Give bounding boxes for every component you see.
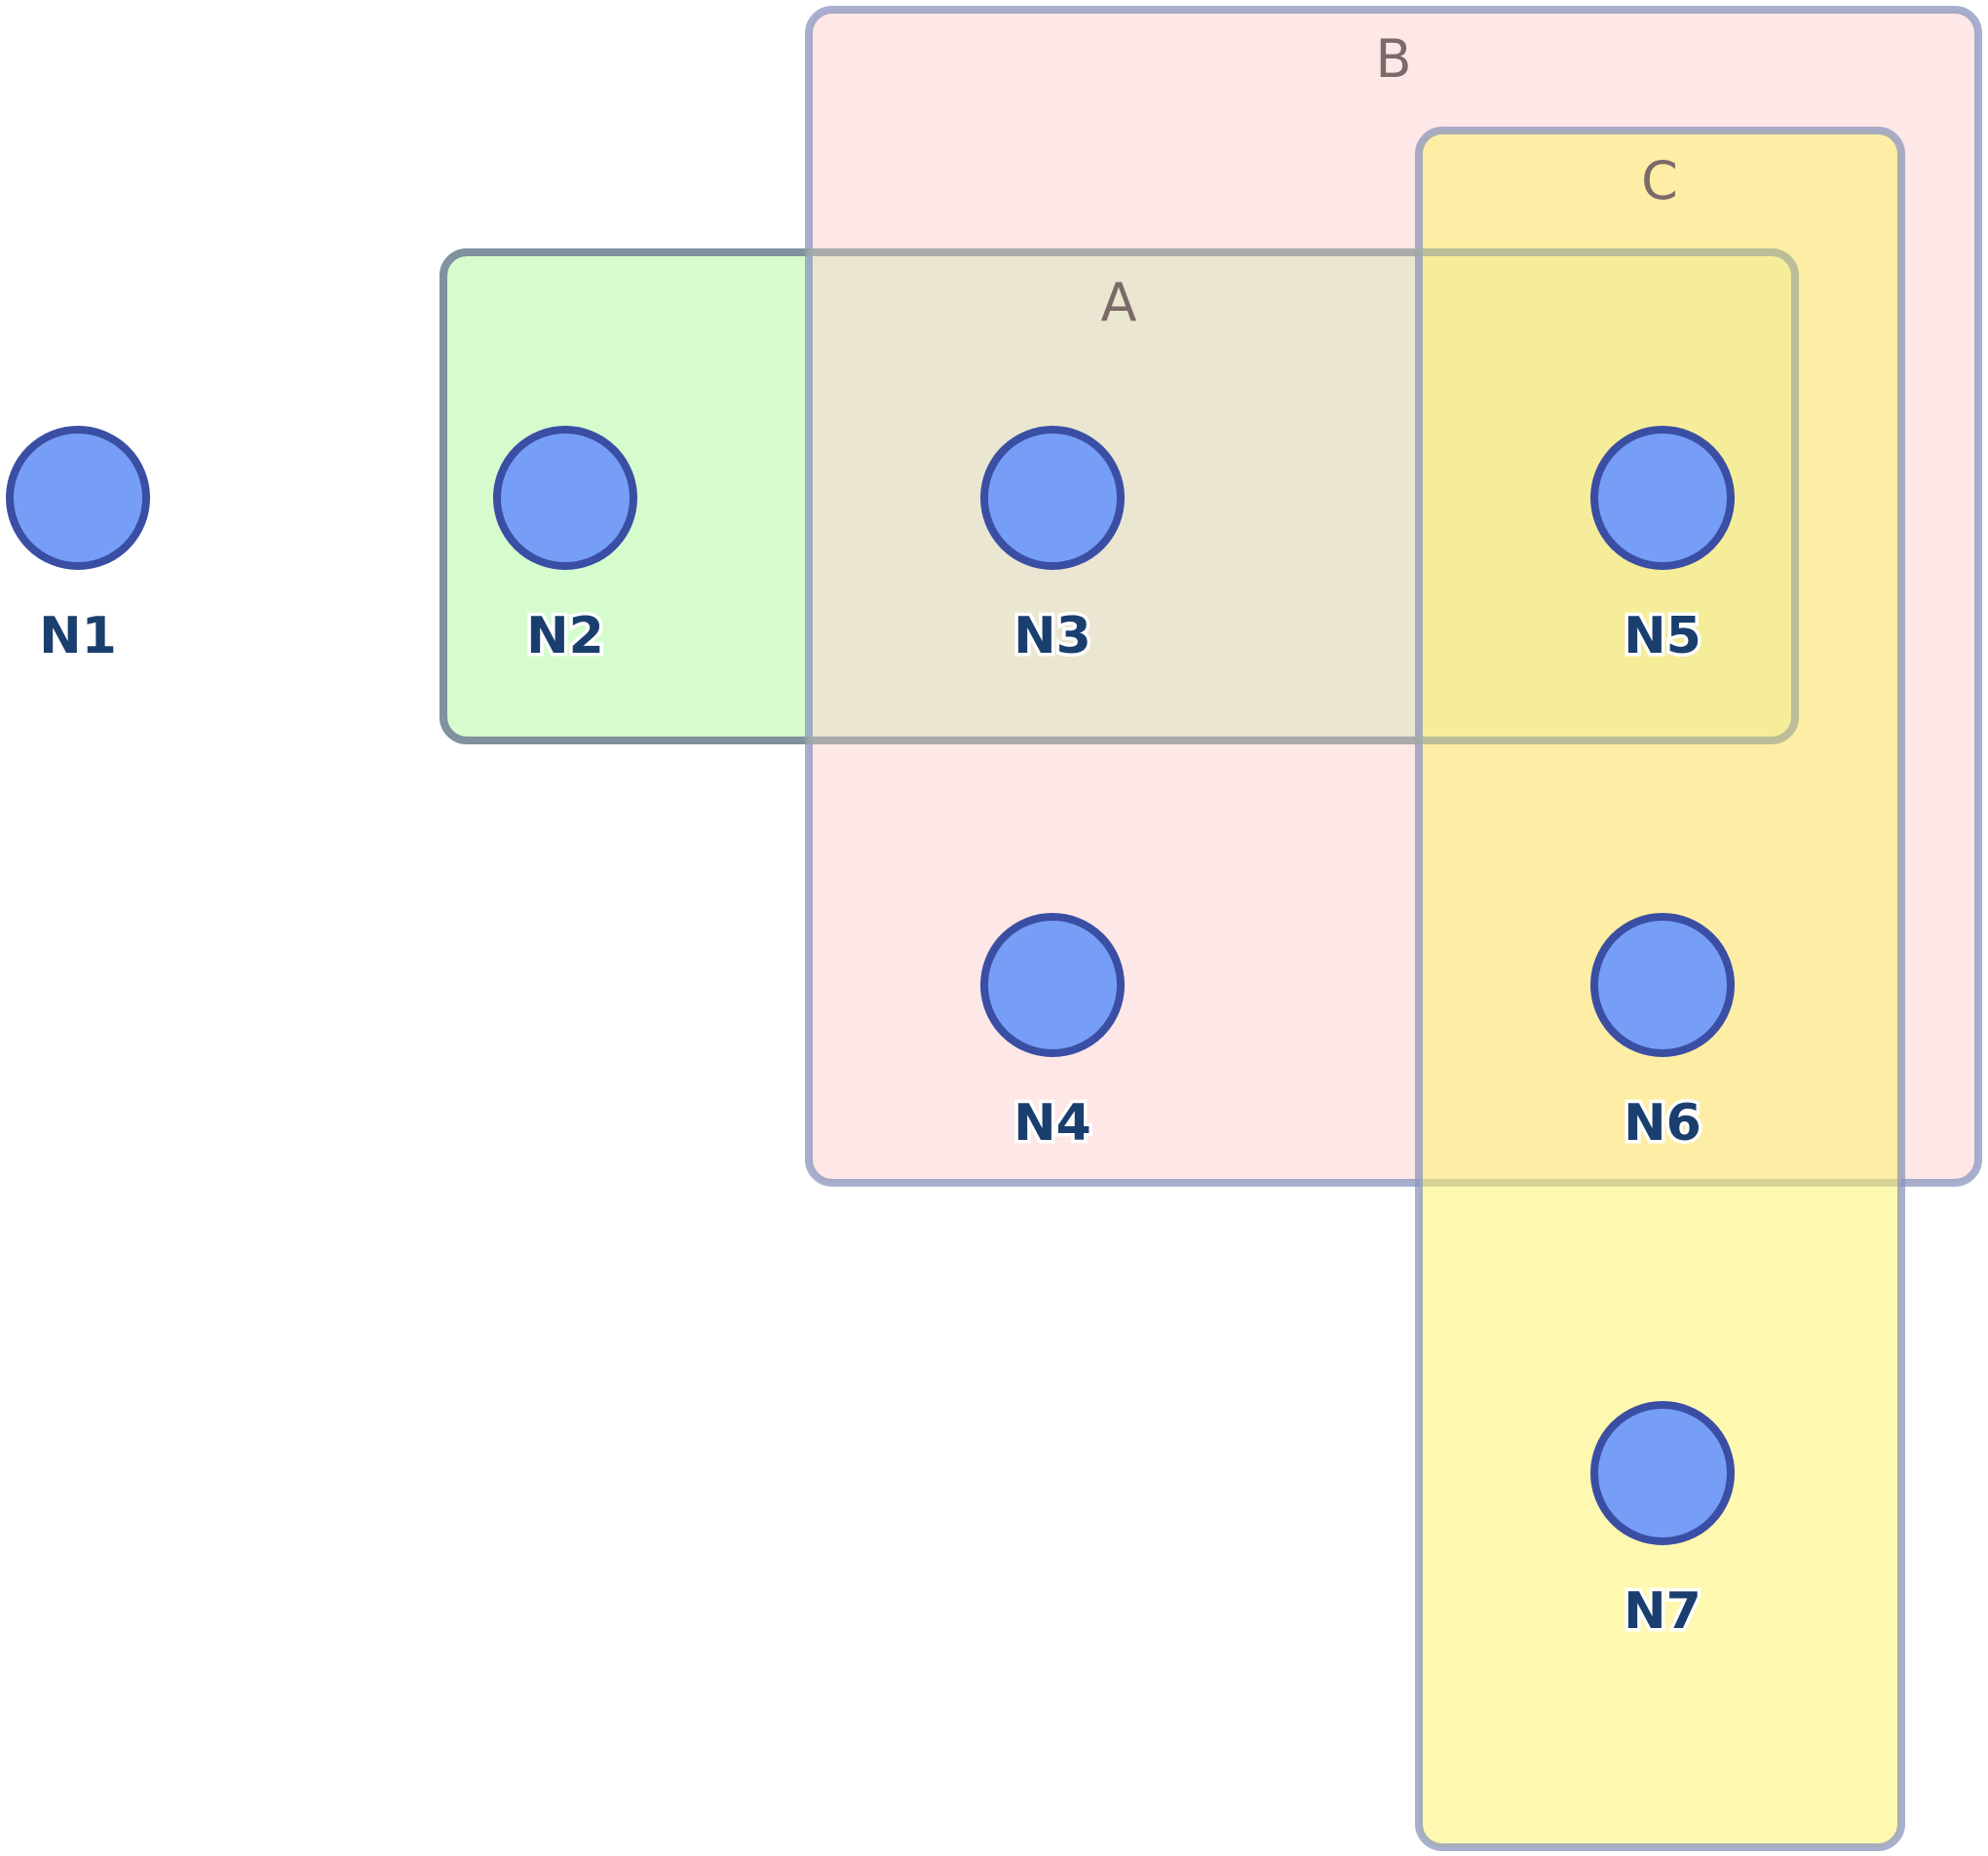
node-label: N3 (1013, 607, 1091, 665)
node-n3[interactable]: N3 (980, 426, 1125, 669)
node-n2[interactable]: N2 (493, 426, 637, 669)
node-label: N6 (1624, 1094, 1701, 1153)
node-n7[interactable]: N7 (1590, 1401, 1735, 1645)
node-label: N1 (39, 607, 117, 665)
set-c-label: C (1641, 150, 1678, 211)
node-label: N2 (526, 607, 604, 665)
set-a-label: A (1101, 272, 1137, 333)
node-n4[interactable]: N4 (980, 913, 1125, 1156)
node-label: N7 (1624, 1582, 1701, 1641)
node-label: N5 (1624, 607, 1701, 665)
node-n1[interactable]: N1 (6, 426, 150, 669)
node-n5[interactable]: N5 (1590, 426, 1735, 669)
node-label: N4 (1013, 1094, 1091, 1153)
node-n6[interactable]: N6 (1590, 913, 1735, 1156)
set-b-label: B (1375, 28, 1411, 90)
set-a-outline-overlay (440, 248, 1799, 744)
